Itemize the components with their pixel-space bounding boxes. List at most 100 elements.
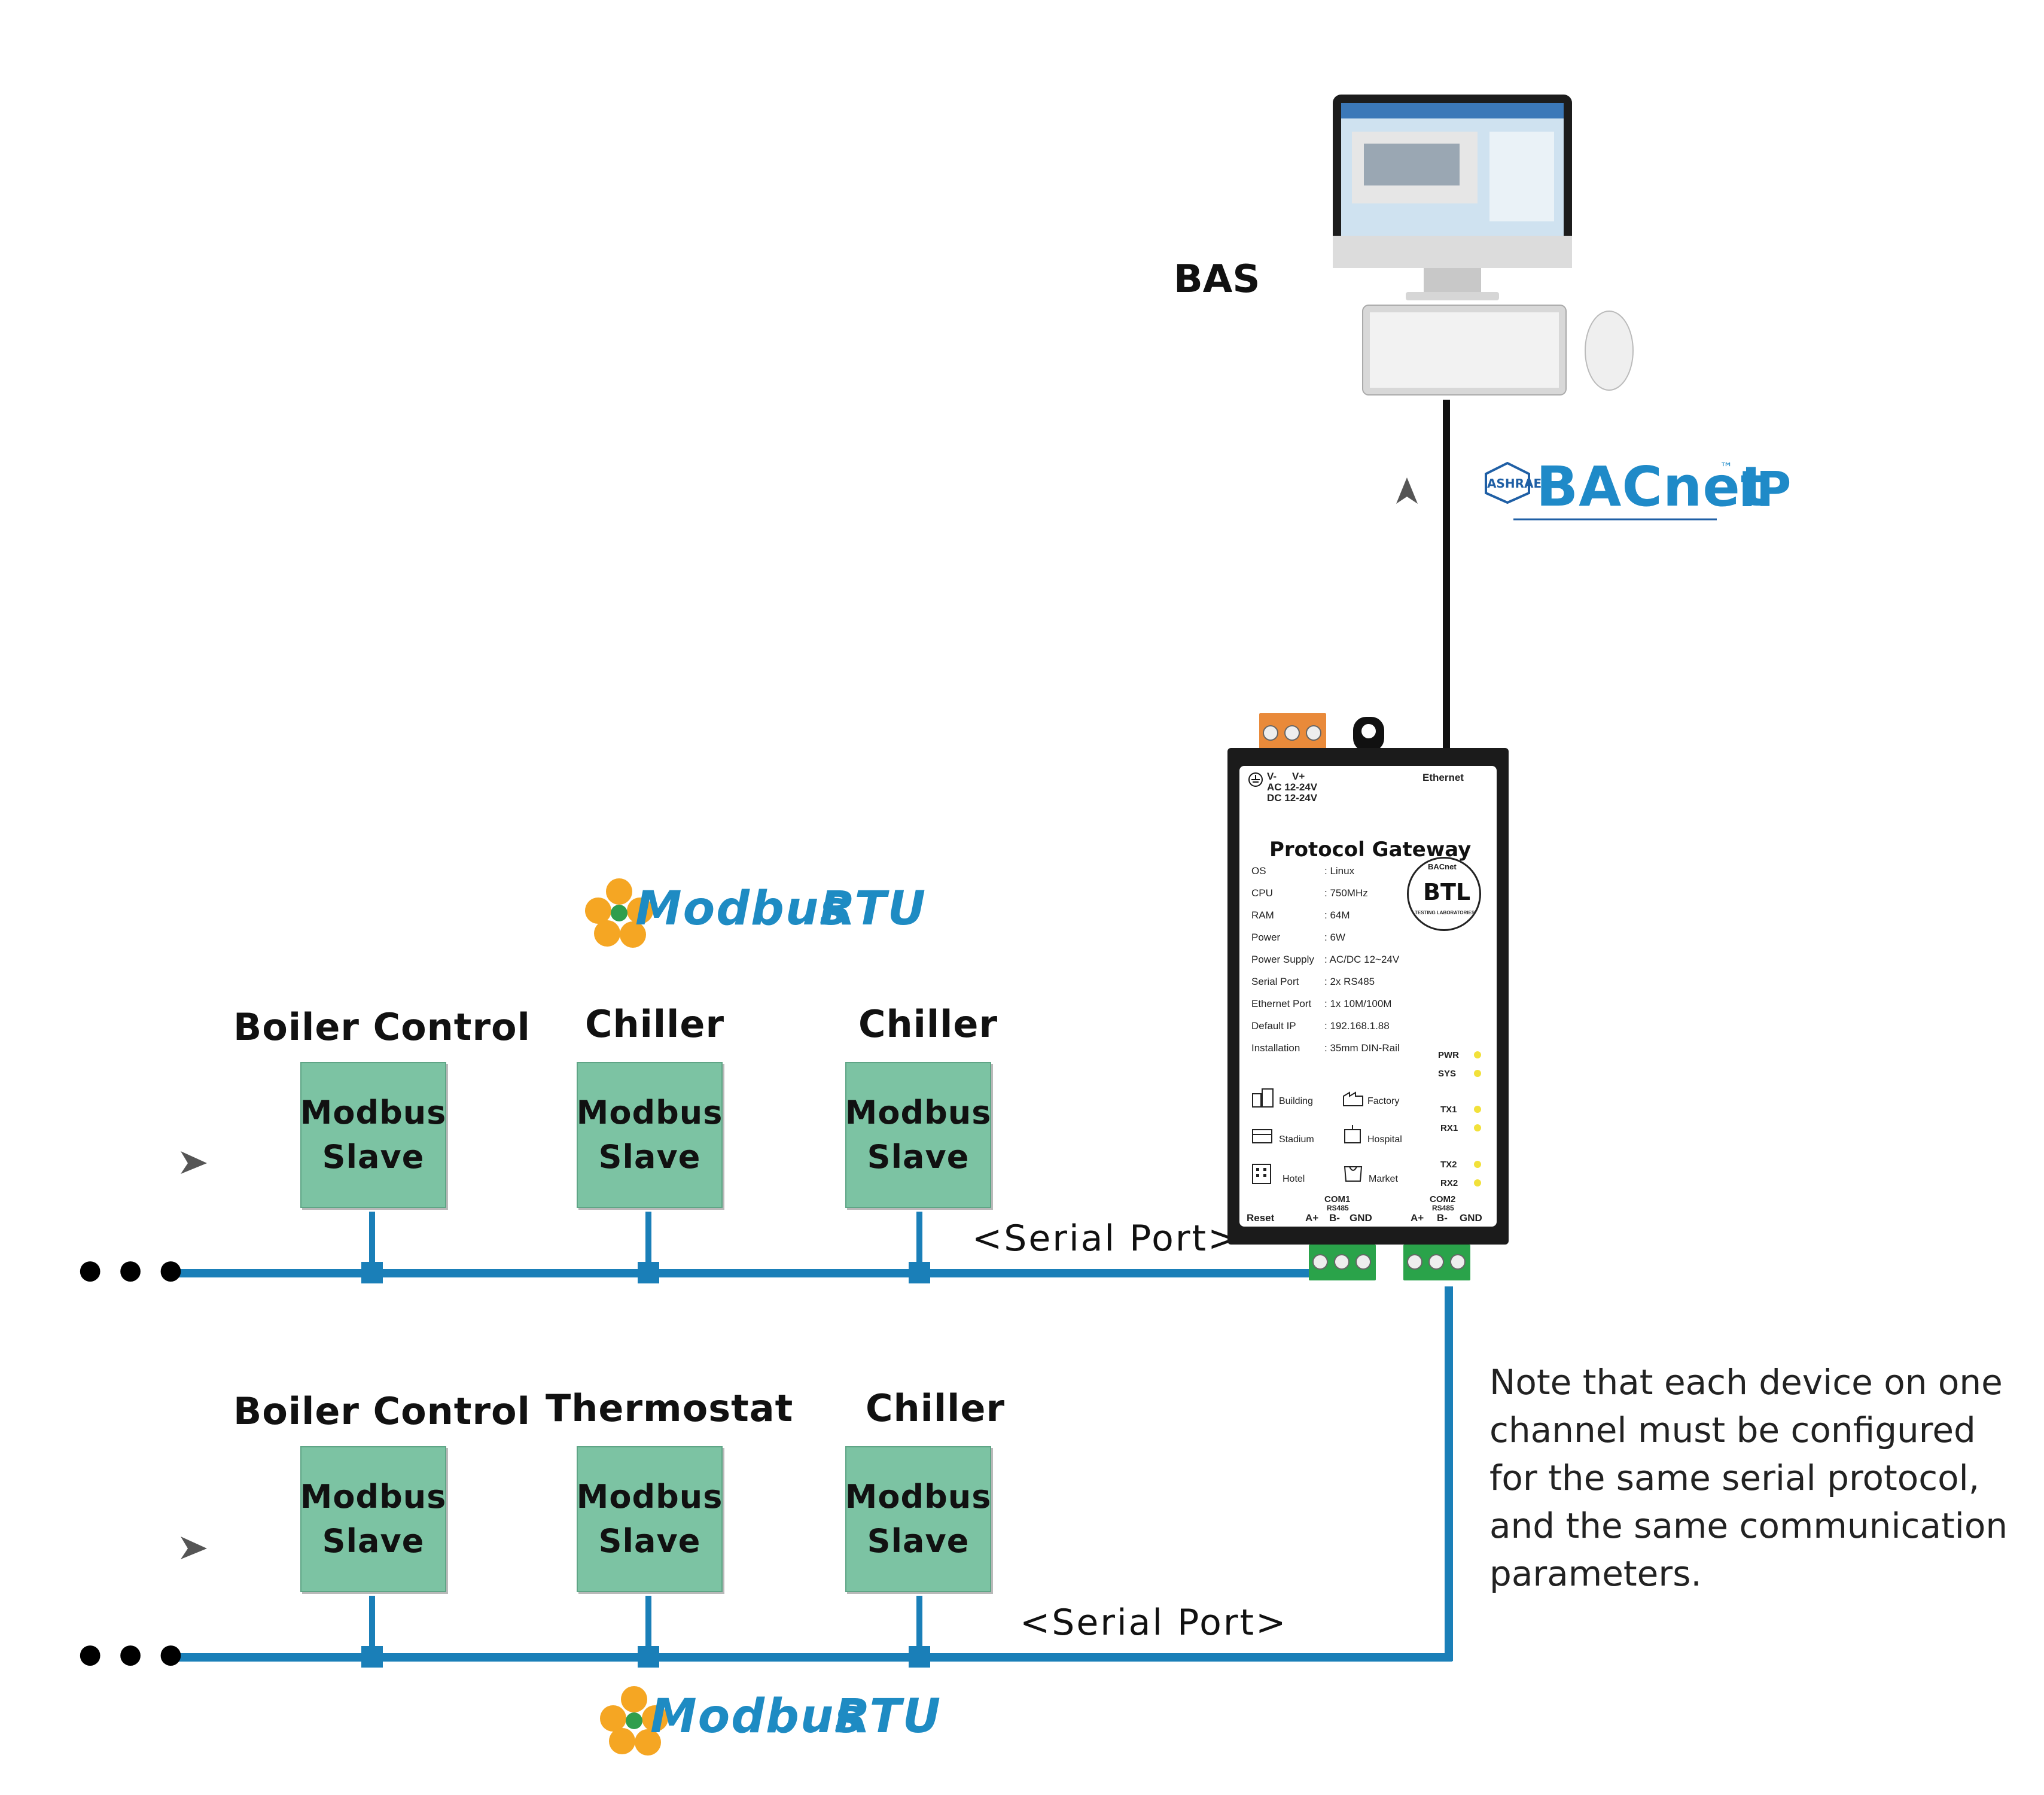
modbus-logo-icon [600,1686,668,1756]
bas-label: BAS [1174,257,1260,302]
modbus-slave-box: Modbus Slave [300,1446,446,1592]
gateway-front-panel: V- V+ AC 12-24V DC 12-24V Ethernet Proto… [1239,766,1497,1227]
led-label-rx2: RX2 [1440,1178,1458,1188]
modbus-slave-box: Modbus Slave [845,1062,991,1208]
bus-node [638,1646,659,1668]
device-title: Chiller [585,1002,725,1046]
com1-type-label: RS485 [1327,1204,1349,1212]
bus-node [909,1646,930,1668]
modbus-slave-box: Modbus Slave [577,1446,723,1592]
bus-node [909,1262,930,1283]
bus-node [361,1646,383,1668]
com1-pin-label: B- [1329,1212,1340,1224]
device-title: Thermostat [546,1386,794,1430]
continuation-dots: ••• [72,1240,193,1307]
com2-terminal-block [1403,1245,1470,1280]
com2-pin-label: GND [1460,1212,1482,1224]
rtu-label: RTU [820,882,927,936]
modbus-label: Modbus [635,882,849,936]
continuation-dots: ••• [72,1624,193,1691]
modbus-rtu-logo-channel-1: Modbus RTU [580,874,939,957]
com1-label: COM1 [1324,1194,1351,1204]
spec-value: : 750MHz [1324,887,1368,899]
bas-computer-icon [1333,95,1634,395]
slave-line-1: Modbus [300,1094,447,1131]
com2-pin-label: B- [1437,1212,1448,1224]
led-indicator [1474,1070,1481,1077]
ac-range-label: AC 12-24V [1267,781,1318,793]
application-label: Building [1279,1096,1313,1106]
spec-value: : 192.168.1.88 [1324,1020,1390,1032]
application-label: Hospital [1367,1134,1402,1145]
spec-value: : 35mm DIN-Rail [1324,1042,1400,1054]
modbus-logo-icon [585,878,653,948]
led-indicator [1474,1051,1481,1058]
ethernet-port-label: Ethernet [1422,772,1464,783]
device-title: Chiller [858,1002,998,1046]
ip-label: IP [1738,462,1792,518]
spec-key: Installation [1251,1042,1300,1054]
com1-pin-label: A+ [1305,1212,1319,1224]
power-terminal-block [1259,713,1326,750]
rtu-label: RTU [834,1690,942,1744]
slave-line-1: Modbus [576,1094,723,1131]
device-title: Boiler Control [233,1005,531,1049]
bacnet-ip-logo: ASHRAE BACnet ™ IP [1484,455,1807,527]
slave-line-2: Slave [598,1522,701,1560]
led-label-pwr: PWR [1438,1050,1459,1060]
ashrae-badge-icon [1485,462,1530,504]
bacnet-underline-icon [1513,518,1717,521]
serial-port-label: <Serial Port> [1020,1602,1288,1644]
com2-pin-label: A+ [1411,1212,1424,1224]
right-arrow-icon [181,1151,207,1174]
com1-pin-label: GND [1350,1212,1372,1224]
protocol-gateway-device: V- V+ AC 12-24V DC 12-24V Ethernet Proto… [1227,748,1509,1245]
led-label-tx2: TX2 [1440,1160,1457,1170]
btl-ring-bottom-label: TESTING LABORATORIES [1415,910,1475,915]
hotel-icon [1252,1164,1271,1184]
bus-node [638,1262,659,1283]
application-label: Hotel [1283,1174,1305,1184]
modbus-slave-box: Modbus Slave [300,1062,446,1208]
reset-label: Reset [1247,1212,1275,1224]
spec-key: RAM [1251,909,1274,921]
modbus-slave-box: Modbus Slave [845,1446,991,1592]
spec-value: : Linux [1324,865,1355,877]
bacnet-label: BACnet [1536,455,1768,519]
led-indicator [1474,1179,1481,1186]
hospital-icon [1344,1125,1361,1143]
spec-value: : 1x 10M/100M [1324,998,1392,1009]
slave-line-1: Modbus [845,1094,992,1131]
spec-key: CPU [1251,887,1273,899]
configuration-note: Note that each device on one channel mus… [1489,1362,2008,1594]
modbus-slave-box: Modbus Slave [577,1062,723,1208]
spec-key: Ethernet Port [1251,998,1312,1009]
dc-range-label: DC 12-24V [1267,792,1318,804]
modbus-label: Modbus [650,1690,864,1744]
com2-type-label: RS485 [1432,1204,1454,1212]
right-arrow-icon [181,1537,207,1559]
application-label: Factory [1367,1096,1400,1106]
spec-key: Serial Port [1251,976,1299,987]
slave-line-1: Modbus [300,1478,447,1516]
led-label-sys: SYS [1438,1069,1457,1079]
btl-ring-top-label: BACnet [1428,862,1457,871]
device-title: Chiller [866,1386,1006,1430]
spec-value: : 6W [1324,932,1345,943]
application-label: Stadium [1279,1134,1314,1145]
application-label: Market [1369,1174,1398,1184]
device-title: Boiler Control [233,1389,531,1433]
led-indicator [1474,1161,1481,1168]
btl-label: BTL [1423,879,1471,905]
led-label-tx1: TX1 [1440,1105,1457,1115]
bus-node [361,1262,383,1283]
slave-line-2: Slave [598,1138,701,1176]
v-minus-label: V- [1267,771,1277,782]
modbus-rtu-logo-channel-2: Modbus RTU [595,1681,954,1765]
slave-line-2: Slave [322,1522,425,1560]
led-label-rx1: RX1 [1440,1123,1458,1133]
market-icon [1344,1166,1363,1182]
com2-label: COM2 [1430,1194,1456,1204]
